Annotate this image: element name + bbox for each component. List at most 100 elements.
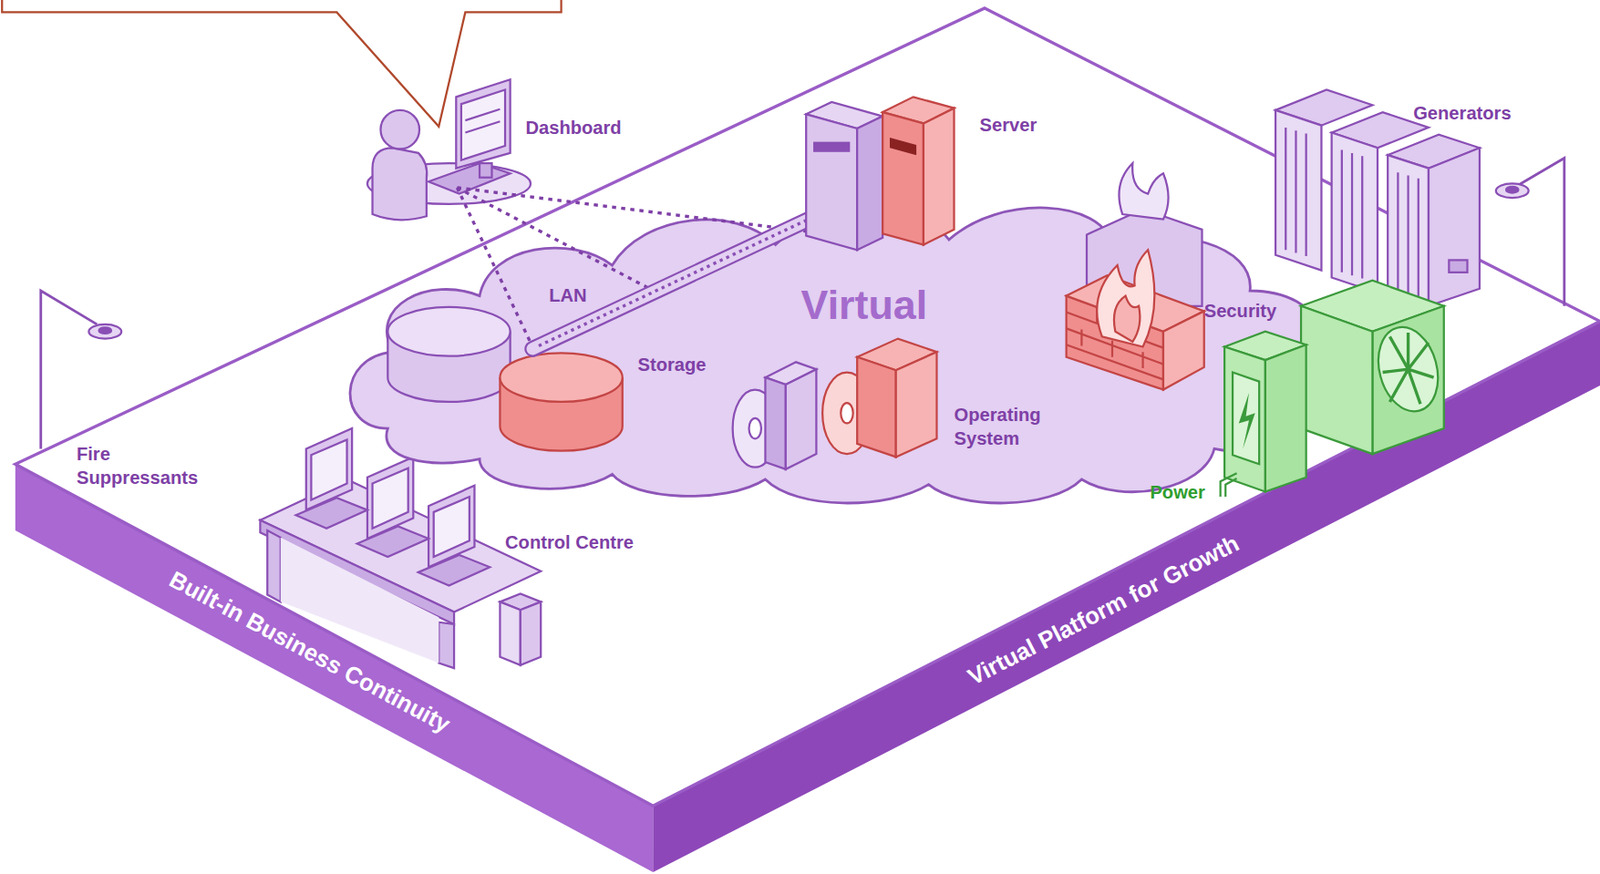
server-towers-part xyxy=(923,108,955,246)
dotted-link-part xyxy=(456,187,531,343)
control-centre-part xyxy=(418,555,490,587)
control-centre-part xyxy=(306,428,352,511)
server-towers-part xyxy=(889,137,917,155)
server-towers-part xyxy=(882,96,954,124)
control-centre-part xyxy=(372,468,409,529)
control-centre-part xyxy=(438,622,455,669)
server-towers-part xyxy=(882,112,924,246)
os-packages-part xyxy=(840,402,853,424)
lamp-part xyxy=(1517,157,1564,306)
part-label: Operating System xyxy=(954,403,1067,450)
generators-part xyxy=(1285,127,1419,298)
power-units-part xyxy=(1300,306,1373,455)
platform-slab xyxy=(15,8,1600,873)
generators-part xyxy=(1275,110,1322,271)
os-packages-part xyxy=(896,351,938,457)
security-firewall-part xyxy=(1066,275,1205,332)
lan-tube-part xyxy=(532,211,826,350)
power-units-part xyxy=(1224,331,1307,361)
cloud-outline xyxy=(336,198,1357,516)
dashboard-figure-part xyxy=(479,163,492,178)
control-centre-part xyxy=(296,497,368,529)
os-packages-part xyxy=(749,418,762,439)
dotted-link-part xyxy=(456,187,816,233)
dashboard-figure-part xyxy=(464,121,500,133)
server-towers-part xyxy=(814,143,849,152)
control-centre-part xyxy=(367,456,413,539)
storage-cylinders-part xyxy=(387,307,510,357)
dashboard-figure-part xyxy=(428,163,511,195)
os-packages-part xyxy=(822,372,872,455)
server-towers-part xyxy=(805,113,857,250)
os-packages-part xyxy=(764,377,785,470)
dotted-link xyxy=(456,187,816,343)
os-packages-part xyxy=(732,390,778,468)
security-firewall xyxy=(1066,163,1205,390)
generators-part xyxy=(1448,259,1467,272)
part-label: Generators xyxy=(1413,102,1512,125)
part-label: Storage xyxy=(638,353,707,377)
dashboard-figure-part xyxy=(464,109,500,121)
lan-tube-part xyxy=(538,213,822,347)
lan-tube xyxy=(532,211,826,350)
security-firewall-part xyxy=(1118,163,1168,220)
security-firewall-part xyxy=(1066,296,1164,391)
storage-cylinders-part xyxy=(499,352,622,403)
storage-cylinders xyxy=(387,307,622,452)
lamp-head-part xyxy=(88,324,122,340)
control-centre-part xyxy=(433,496,470,558)
server-towers-part xyxy=(805,102,883,129)
security-firewall-part xyxy=(1086,208,1202,306)
lamp-head-part xyxy=(99,327,112,334)
dashboard-figure-part xyxy=(380,110,420,150)
power-units-part xyxy=(1224,347,1266,493)
dashboard-figure-part xyxy=(372,147,428,220)
control-centre-part xyxy=(520,601,541,665)
security-firewall-part xyxy=(1096,249,1155,347)
part-label: Fire Suppressants xyxy=(76,443,230,489)
lamp-part xyxy=(41,290,98,449)
part-label: LAN xyxy=(548,284,587,308)
storage-cylinders-part xyxy=(387,331,510,403)
control-centre-part xyxy=(357,526,429,558)
power-units-part xyxy=(1383,332,1435,404)
dashboard-figure xyxy=(367,79,531,220)
server-towers xyxy=(805,96,954,250)
power-units-part xyxy=(1369,320,1447,419)
dashboard-figure-part xyxy=(461,89,506,160)
part-label: Dashboard xyxy=(525,116,621,140)
control-centre-part xyxy=(310,439,347,500)
control-centre-part xyxy=(499,601,520,665)
os-packages xyxy=(732,339,938,470)
power-units-part xyxy=(1265,344,1307,492)
part-label: Security xyxy=(1204,299,1278,323)
control-centre-part xyxy=(267,530,281,602)
region-title: Virtual xyxy=(801,282,929,329)
lan-tube-part xyxy=(532,211,826,350)
security-firewall-part xyxy=(1163,310,1205,390)
os-packages-part xyxy=(856,357,897,458)
part-label: Control Centre xyxy=(505,531,634,555)
power-units-part xyxy=(1372,306,1444,455)
lamp-head-part xyxy=(1506,186,1518,194)
cloud-region: Virtual xyxy=(336,198,1357,516)
os-packages-part xyxy=(856,339,937,372)
cloud-shape xyxy=(350,207,1324,504)
control-centre-part xyxy=(428,485,475,568)
power-units-part xyxy=(1300,280,1445,332)
lamp-head-part xyxy=(1496,183,1529,198)
part-label: Power xyxy=(1149,481,1205,505)
generators-part xyxy=(1331,133,1378,294)
power-units-part xyxy=(1220,473,1238,497)
os-packages-part xyxy=(764,361,816,385)
platform-slab-part xyxy=(15,8,1600,806)
security-firewall-part xyxy=(1066,307,1164,380)
os-packages-part xyxy=(785,369,817,470)
server-towers-part xyxy=(856,116,883,251)
dotted-link-part xyxy=(456,187,663,297)
power-units-part xyxy=(1238,392,1256,450)
part-label: Server xyxy=(979,113,1037,137)
dashboard-figure-part xyxy=(455,79,510,168)
generators-part xyxy=(1428,147,1480,306)
